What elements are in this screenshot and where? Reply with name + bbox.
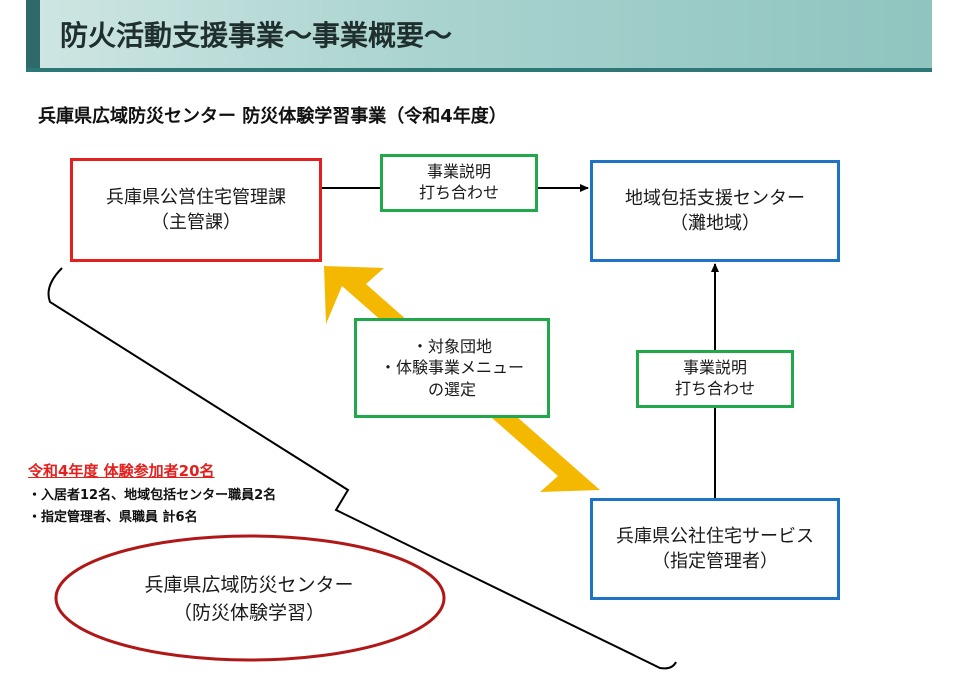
title-underline bbox=[26, 68, 932, 72]
node-label: 兵庫県広域防災センター bbox=[144, 574, 354, 597]
node-sublabel: （灘地域） bbox=[670, 213, 760, 234]
node-label: ・体験事業メニュー bbox=[379, 358, 524, 378]
participants-heading: 令和4年度 体験参加者20名 bbox=[28, 462, 215, 480]
node-label: ・対象団地 bbox=[411, 336, 492, 356]
node-sublabel: 打ち合わせ bbox=[418, 183, 499, 202]
node-sublabel: 打ち合わせ bbox=[674, 379, 755, 398]
node-label: 兵庫県公社住宅サービス bbox=[616, 525, 814, 547]
subtitle: 兵庫県広域防災センター 防災体験学習事業（令和4年度） bbox=[38, 106, 507, 127]
node-explain-meeting-top: 事業説明 打ち合わせ bbox=[380, 154, 538, 212]
node-chiiki-support-center: 地域包括支援センター （灘地域） bbox=[590, 160, 840, 262]
page-title: 防火活動支援事業～事業概要～ bbox=[60, 19, 453, 52]
node-sublabel: （防災体験学習） bbox=[172, 602, 325, 624]
node-label: の選定 bbox=[427, 379, 476, 399]
node-label: 事業説明 bbox=[682, 358, 747, 378]
node-label: 事業説明 bbox=[426, 162, 491, 182]
title-band bbox=[26, 0, 932, 68]
node-label: 地域包括支援センター bbox=[625, 187, 805, 209]
node-selection: ・対象団地 ・体験事業メニュー の選定 bbox=[354, 318, 550, 418]
participants-line: ・入居者12名、地域包括センター職員2名 bbox=[28, 488, 277, 503]
participants-line: ・指定管理者、県職員 計6名 bbox=[28, 510, 198, 525]
node-pref-housing-division: 兵庫県公営住宅管理課 （主管課） bbox=[70, 158, 322, 262]
node-sublabel: （主管課） bbox=[151, 212, 241, 233]
node-label: 兵庫県公営住宅管理課 bbox=[106, 186, 286, 208]
brace-bracket bbox=[47, 267, 677, 670]
bousai-center-ellipse bbox=[54, 534, 446, 662]
node-bousai-center: 兵庫県広域防災センター （防災体験学習） bbox=[55, 540, 443, 660]
node-explain-meeting-right: 事業説明 打ち合わせ bbox=[636, 350, 794, 408]
node-kosha-housing-service: 兵庫県公社住宅サービス （指定管理者） bbox=[590, 498, 840, 600]
title-accent-bar bbox=[26, 0, 40, 68]
node-sublabel: （指定管理者） bbox=[652, 551, 778, 572]
